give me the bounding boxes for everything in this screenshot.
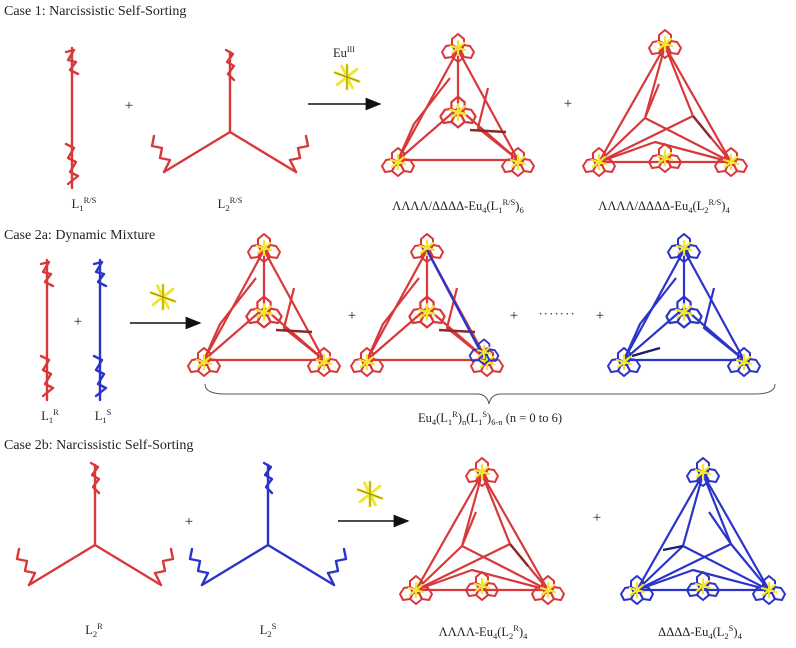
case1-l2-label: L2R/S: [217, 195, 243, 213]
case2b-product2-label: ΔΔΔΔ-Eu4(L2S)4: [658, 623, 742, 641]
case1-product-cage-l1: [382, 34, 534, 176]
case2a-reagent-eu-icon: [149, 283, 177, 311]
case2a-plus-1: +: [73, 314, 83, 330]
case2a-ligand-l1s: [92, 258, 108, 402]
case2b-ligand-l2s: [188, 461, 348, 587]
case2a-title: Case 2a: Dynamic Mixture: [4, 228, 156, 243]
case2b-reagent-eu-icon: [356, 480, 384, 508]
case2a-plus-4: +: [595, 308, 605, 324]
reagent-eu-label: EuIII: [333, 45, 355, 60]
case2a-cage-all-r: [188, 234, 340, 376]
case2b-title: Case 2b: Narcissistic Self-Sorting: [4, 438, 194, 453]
case2b-l2r-label: L2R: [85, 621, 103, 639]
case2b-product-cage-s: [621, 458, 785, 604]
case1-l1-label: L1R/S: [71, 195, 97, 213]
case2a-cage-all-s: [608, 234, 760, 376]
case2b-product1-label: ΛΛΛΛ-Eu4(L2R)4: [438, 623, 528, 641]
case2b-product-cage-r: [400, 458, 564, 604]
case1-product2-label: ΛΛΛΛ/ΔΔΔΔ-Eu4(L2R/S)4: [598, 197, 730, 215]
case1-title: Case 1: Narcissistic Self-Sorting: [4, 4, 187, 19]
case2a-brace: [204, 383, 776, 405]
case1-plus-1: +: [124, 98, 134, 114]
case2a-ligand-l1r: [39, 258, 55, 402]
case2a-l1s-label: L1S: [94, 407, 112, 425]
case2a-l1r-label: L1R: [41, 407, 59, 425]
case2a-ellipsis: ·······: [538, 306, 576, 321]
case2a-plus-3: +: [509, 308, 519, 324]
case1-reagent-eu-icon: [333, 63, 361, 91]
case2a-plus-2: +: [347, 308, 357, 324]
case2b-plus-2: +: [592, 510, 602, 526]
case1-product1-label: ΛΛΛΛ/ΔΔΔΔ-Eu4(L1R/S)6: [392, 197, 524, 215]
case2b-plus-1: +: [184, 514, 194, 530]
case2b-l2s-label: L2S: [259, 621, 277, 639]
case2b-ligand-l2r: [15, 461, 175, 587]
case2a-mixture-label: Eu4(L1R)n(L1S)6-n (n = 0 to 6): [417, 409, 563, 427]
case1-ligand-l1: [64, 46, 80, 190]
case1-plus-2: +: [563, 96, 573, 112]
case1-ligand-l2: [150, 48, 310, 174]
case2a-cage-mixed: [351, 234, 503, 376]
case1-product-cage-l2: [583, 30, 747, 176]
